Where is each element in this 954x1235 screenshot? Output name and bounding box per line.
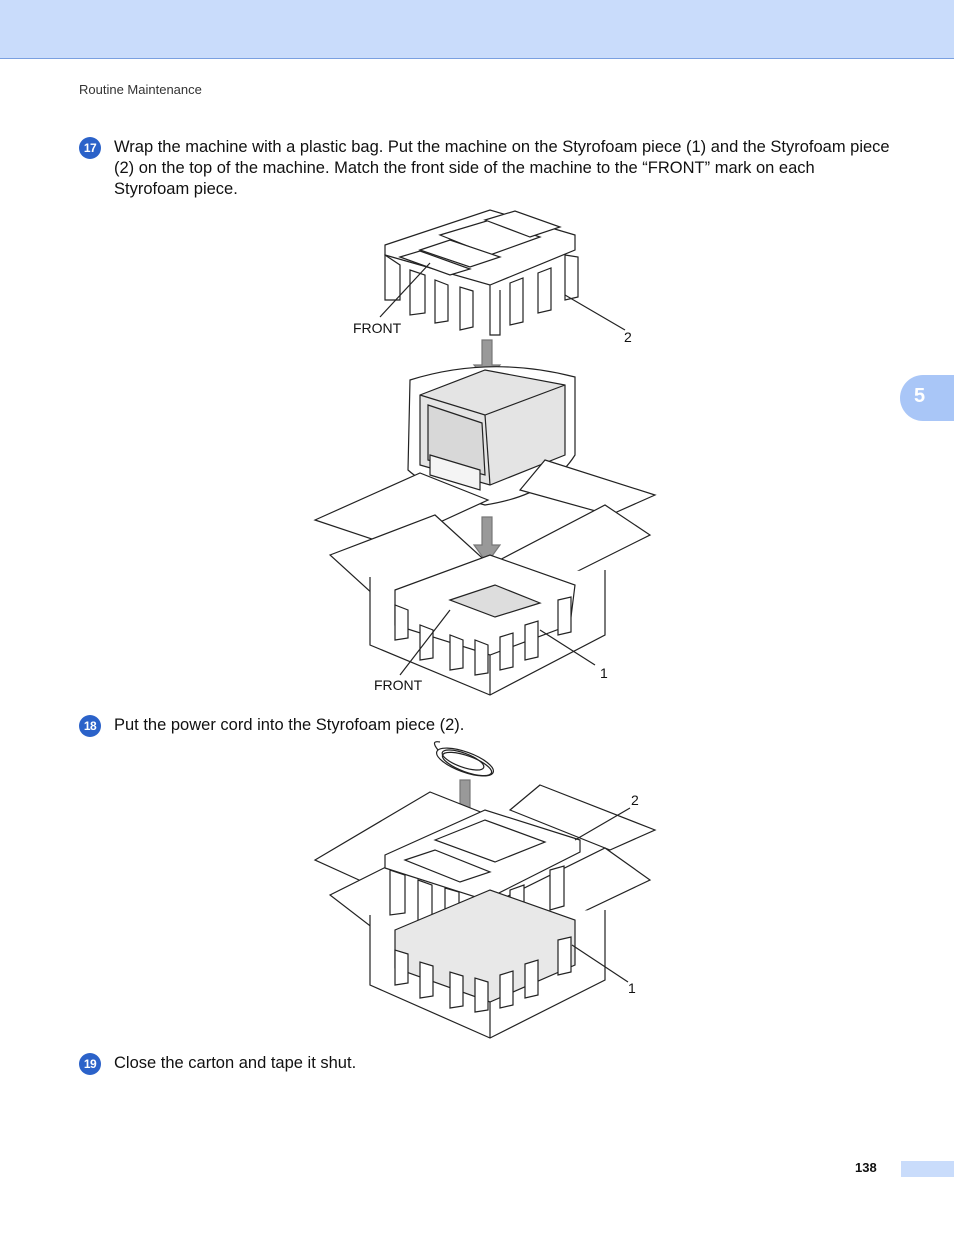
power-cord-icon xyxy=(433,741,494,777)
leader-2 xyxy=(564,294,626,331)
power-cord-illustration xyxy=(313,741,657,1039)
leader-2 xyxy=(574,807,631,841)
header-band xyxy=(0,0,954,59)
leader-front-bottom xyxy=(399,609,451,676)
step-text: Close the carton and tape it shut. xyxy=(114,1054,357,1072)
label-piece-2: 2 xyxy=(624,329,632,345)
label-piece-2: 2 xyxy=(631,792,639,808)
styrofoam-piece-1 xyxy=(394,554,576,676)
label-piece-1: 1 xyxy=(600,665,608,681)
label-piece-1: 1 xyxy=(628,980,636,996)
footer-bar xyxy=(901,1161,954,1177)
packing-illustration xyxy=(313,209,657,696)
section-title: Routine Maintenance xyxy=(79,82,202,97)
chapter-tab: 5 xyxy=(900,375,954,421)
label-front-bottom: FRONT xyxy=(374,677,423,693)
step-number-badge: 18 xyxy=(79,715,101,737)
figure-packing-machine: FRONT 2 FRONT 1 xyxy=(310,205,670,700)
label-front-top: FRONT xyxy=(353,320,402,336)
step-text: Wrap the machine with a plastic bag. Put… xyxy=(114,138,890,198)
step-number-badge: 19 xyxy=(79,1053,101,1075)
step-text: Put the power cord into the Styrofoam pi… xyxy=(114,716,465,734)
figure-power-cord: 2 1 xyxy=(310,740,670,1040)
leader-1 xyxy=(571,944,629,983)
styrofoam-piece-1 xyxy=(394,889,576,1013)
styrofoam-piece-2 xyxy=(384,209,579,336)
leader-front-top xyxy=(379,262,431,318)
page-number: 138 xyxy=(855,1160,877,1175)
step-number-badge: 17 xyxy=(79,137,101,159)
chapter-number: 5 xyxy=(914,385,926,407)
leader-1 xyxy=(539,629,596,666)
